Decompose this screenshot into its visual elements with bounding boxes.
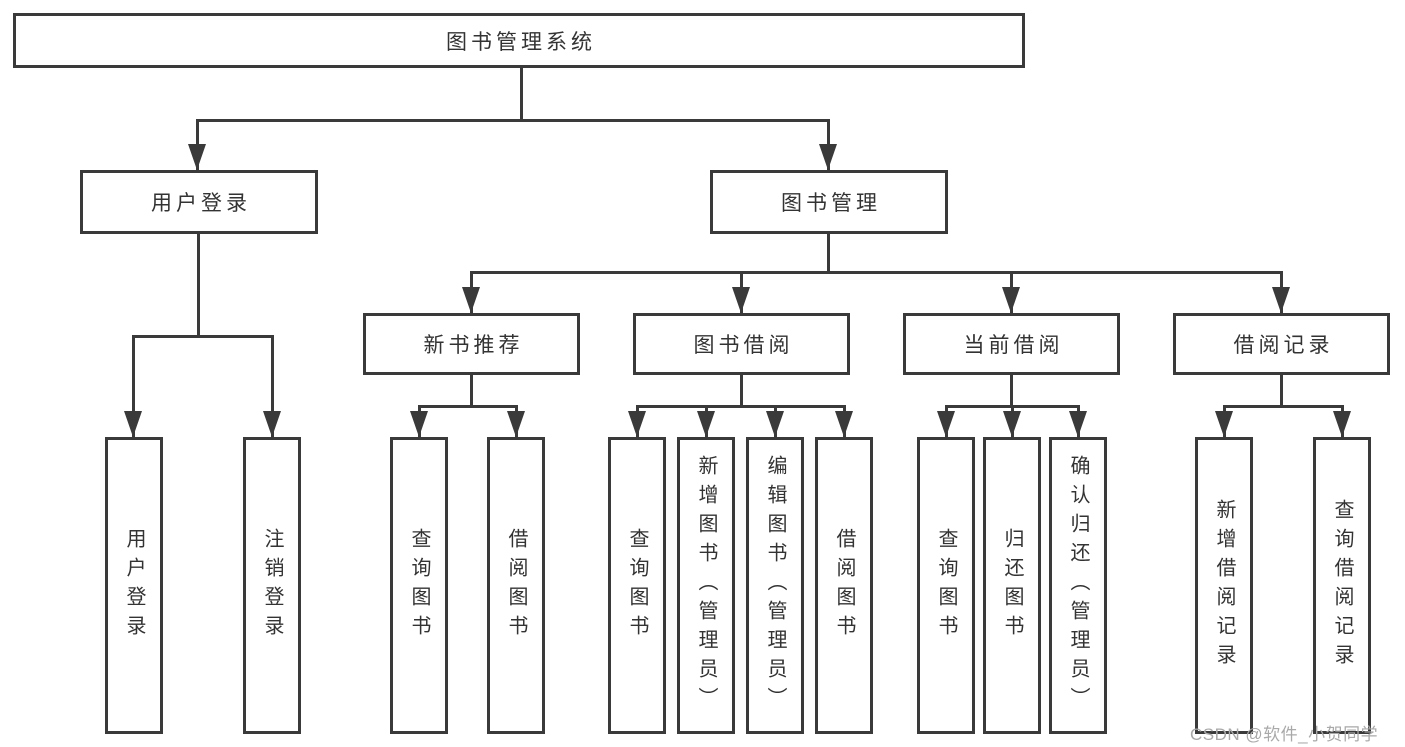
leaf-user-login: 用户登录 bbox=[105, 437, 163, 734]
connector-book-borrow-stem bbox=[740, 375, 743, 407]
leaf-label: 新增借阅记录 bbox=[1213, 498, 1235, 673]
arrowhead-down-icon bbox=[628, 411, 646, 437]
arrowhead-down-icon bbox=[819, 144, 837, 170]
arrowhead-down-icon bbox=[1069, 411, 1087, 437]
leaf-bb-edit-books-admin: 编辑图书（管理员） bbox=[746, 437, 804, 734]
arrowhead-down-icon bbox=[1215, 411, 1233, 437]
arrowhead-down-icon bbox=[410, 411, 428, 437]
node-user-login: 用户登录 bbox=[80, 170, 318, 234]
arrowhead-down-icon bbox=[1272, 287, 1290, 313]
arrowhead-down-icon bbox=[1333, 411, 1351, 437]
leaf-bb-borrow-books: 借阅图书 bbox=[815, 437, 873, 734]
node-label: 图书管理 bbox=[781, 192, 881, 215]
node-label: 图书借阅 bbox=[693, 334, 794, 357]
connector-book-borrow-rail bbox=[636, 405, 846, 408]
node-book-management: 图书管理 bbox=[710, 170, 948, 234]
arrowhead-down-icon bbox=[507, 411, 525, 437]
connector-drop-leaf-logout bbox=[271, 335, 274, 437]
connector-level2-rail bbox=[196, 119, 830, 122]
node-label: 新书推荐 bbox=[423, 334, 524, 357]
connector-root-stem bbox=[520, 68, 523, 121]
leaf-bb-query-books: 查询图书 bbox=[608, 437, 666, 734]
node-library-management-system: 图书管理系统 bbox=[13, 13, 1025, 68]
connector-borrow-records-rail bbox=[1223, 405, 1344, 408]
arrowhead-down-icon bbox=[937, 411, 955, 437]
leaf-label: 用户登录 bbox=[123, 527, 145, 644]
connector-current-borrow-stem bbox=[1010, 375, 1013, 407]
arrowhead-down-icon bbox=[732, 287, 750, 313]
arrowhead-down-icon bbox=[697, 411, 715, 437]
node-label: 图书管理系统 bbox=[446, 30, 596, 54]
node-new-book-recommend: 新书推荐 bbox=[363, 313, 580, 375]
arrowhead-down-icon bbox=[188, 144, 206, 170]
leaf-label: 查询借阅记录 bbox=[1331, 498, 1353, 673]
node-book-borrow: 图书借阅 bbox=[633, 313, 850, 375]
leaf-cb-return-books: 归还图书 bbox=[983, 437, 1041, 734]
leaf-cb-confirm-return-admin: 确认归还（管理员） bbox=[1049, 437, 1107, 734]
arrowhead-down-icon bbox=[766, 411, 784, 437]
connector-new-books-stem bbox=[470, 375, 473, 407]
csdn-watermark: CSDN @软件_小贺同学 bbox=[1190, 725, 1379, 744]
leaf-label: 注销登录 bbox=[261, 527, 283, 644]
leaf-label: 确认归还（管理员） bbox=[1067, 455, 1089, 716]
connector-book-management-stem bbox=[827, 234, 830, 274]
leaf-label: 编辑图书（管理员） bbox=[764, 455, 786, 716]
node-label: 当前借阅 bbox=[963, 334, 1064, 357]
arrowhead-down-icon bbox=[1003, 411, 1021, 437]
leaf-rec-query-record: 查询借阅记录 bbox=[1313, 437, 1371, 734]
leaf-cb-query-books: 查询图书 bbox=[917, 437, 975, 734]
node-current-borrow: 当前借阅 bbox=[903, 313, 1120, 375]
leaf-logout: 注销登录 bbox=[243, 437, 301, 734]
leaf-label: 查询图书 bbox=[408, 527, 430, 644]
connector-drop-leaf-login bbox=[132, 335, 135, 437]
connector-borrow-records-stem bbox=[1280, 375, 1283, 407]
leaf-label: 借阅图书 bbox=[833, 527, 855, 644]
arrowhead-down-icon bbox=[124, 411, 142, 437]
leaf-nb-query-books: 查询图书 bbox=[390, 437, 448, 734]
connector-user-login-stem bbox=[197, 234, 200, 337]
arrowhead-down-icon bbox=[263, 411, 281, 437]
leaf-nb-borrow-books: 借阅图书 bbox=[487, 437, 545, 734]
arrowhead-down-icon bbox=[1002, 287, 1020, 313]
leaf-label: 新增图书（管理员） bbox=[695, 455, 717, 716]
connector-new-books-rail bbox=[418, 405, 518, 408]
leaf-bb-add-books-admin: 新增图书（管理员） bbox=[677, 437, 735, 734]
node-label: 用户登录 bbox=[151, 192, 251, 215]
node-label: 借阅记录 bbox=[1233, 334, 1334, 357]
connector-level3-rail bbox=[470, 271, 1283, 274]
leaf-label: 查询图书 bbox=[935, 527, 957, 644]
leaf-label: 归还图书 bbox=[1001, 527, 1023, 644]
arrowhead-down-icon bbox=[462, 287, 480, 313]
connector-user-login-rail bbox=[132, 335, 274, 338]
leaf-label: 查询图书 bbox=[626, 527, 648, 644]
leaf-label: 借阅图书 bbox=[505, 527, 527, 644]
arrowhead-down-icon bbox=[835, 411, 853, 437]
leaf-rec-add-record: 新增借阅记录 bbox=[1195, 437, 1253, 734]
node-borrow-records: 借阅记录 bbox=[1173, 313, 1390, 375]
